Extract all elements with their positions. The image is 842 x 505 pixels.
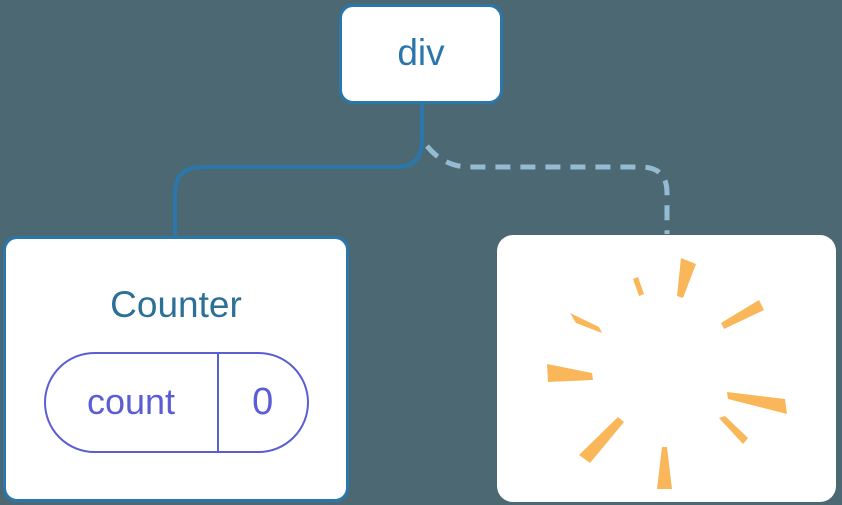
edge-div-to-counter: [173, 104, 424, 237]
state-badge-divider: [216, 353, 219, 451]
poof-ray: [727, 392, 787, 414]
tree-node-div: div: [339, 4, 503, 104]
poof-ray: [657, 447, 672, 489]
removed-component-card: [497, 235, 836, 502]
poof-ray: [719, 416, 748, 444]
poof-ray: [570, 313, 602, 333]
poof-starburst-icon: [547, 258, 787, 489]
edge-div-to-removed-dashed: [425, 144, 670, 234]
counter-component-card: Counter count 0: [3, 236, 349, 502]
poof-ray: [579, 417, 624, 463]
poof-ray: [633, 277, 644, 296]
state-value: 0: [252, 381, 274, 424]
poof-ray: [547, 364, 593, 382]
div-node-label: div: [397, 31, 445, 73]
counter-title: Counter: [110, 284, 242, 325]
state-badge: count 0: [43, 351, 309, 453]
state-name: count: [86, 381, 176, 423]
poof-ray: [721, 300, 764, 329]
poof-ray: [677, 258, 696, 298]
